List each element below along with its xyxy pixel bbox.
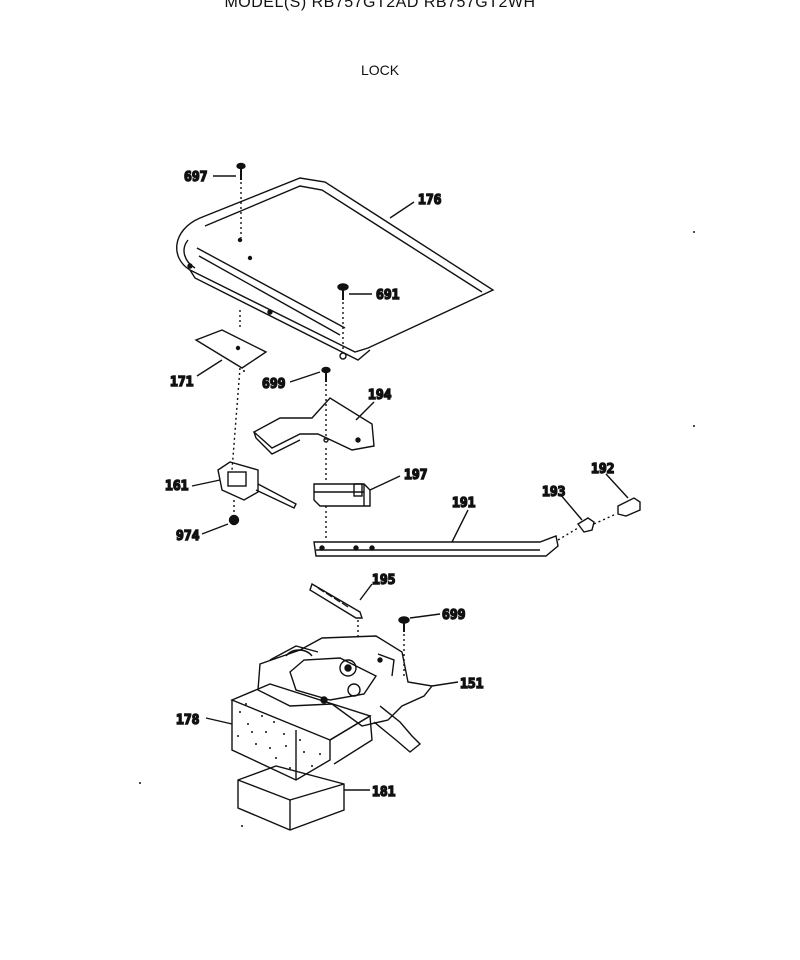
- screw-699-lower: [398, 613, 441, 676]
- nut-974: [201, 514, 240, 535]
- model-header: MODEL(S) RB757GT2AD RB757GT2WH: [224, 0, 536, 11]
- lock-assembly-151: [257, 635, 459, 753]
- callout-974: 974: [176, 529, 200, 544]
- base-block-181: [237, 765, 370, 831]
- callout-161: 161: [165, 479, 189, 494]
- callout-171: 171: [170, 375, 194, 390]
- lock-arm-191: [313, 509, 579, 557]
- callout-197: 197: [404, 468, 427, 483]
- rod-end-193: [559, 493, 617, 533]
- callout-193: 193: [542, 485, 565, 500]
- screw-699-upper: [289, 366, 331, 440]
- latch-block-197: [313, 475, 401, 540]
- callout-151: 151: [460, 677, 484, 692]
- callout-195: 195: [372, 573, 395, 588]
- leader-176: [389, 201, 415, 219]
- callout-178: 178: [176, 713, 200, 728]
- section-title: LOCK: [360, 62, 400, 78]
- callout-181: 181: [372, 785, 396, 800]
- callout-699-upper: 699: [262, 377, 285, 392]
- callout-176: 176: [418, 193, 442, 208]
- bracket-194: [252, 397, 375, 480]
- knob-192: [605, 473, 641, 517]
- callout-697: 697: [184, 170, 207, 185]
- screw-691: [337, 283, 372, 350]
- callout-194: 194: [368, 388, 392, 403]
- scan-specks: [139, 231, 695, 827]
- screw-697: [213, 162, 246, 238]
- switch-161: [191, 461, 297, 512]
- callout-192: 192: [591, 462, 614, 477]
- callout-191: 191: [452, 496, 476, 511]
- spring-195: [309, 582, 373, 640]
- cover-plate-176: [176, 177, 495, 361]
- insulation-block-178: [205, 683, 373, 781]
- callout-691: 691: [376, 288, 400, 303]
- callout-699-lower: 699: [442, 608, 465, 623]
- insulator-171: [194, 310, 268, 471]
